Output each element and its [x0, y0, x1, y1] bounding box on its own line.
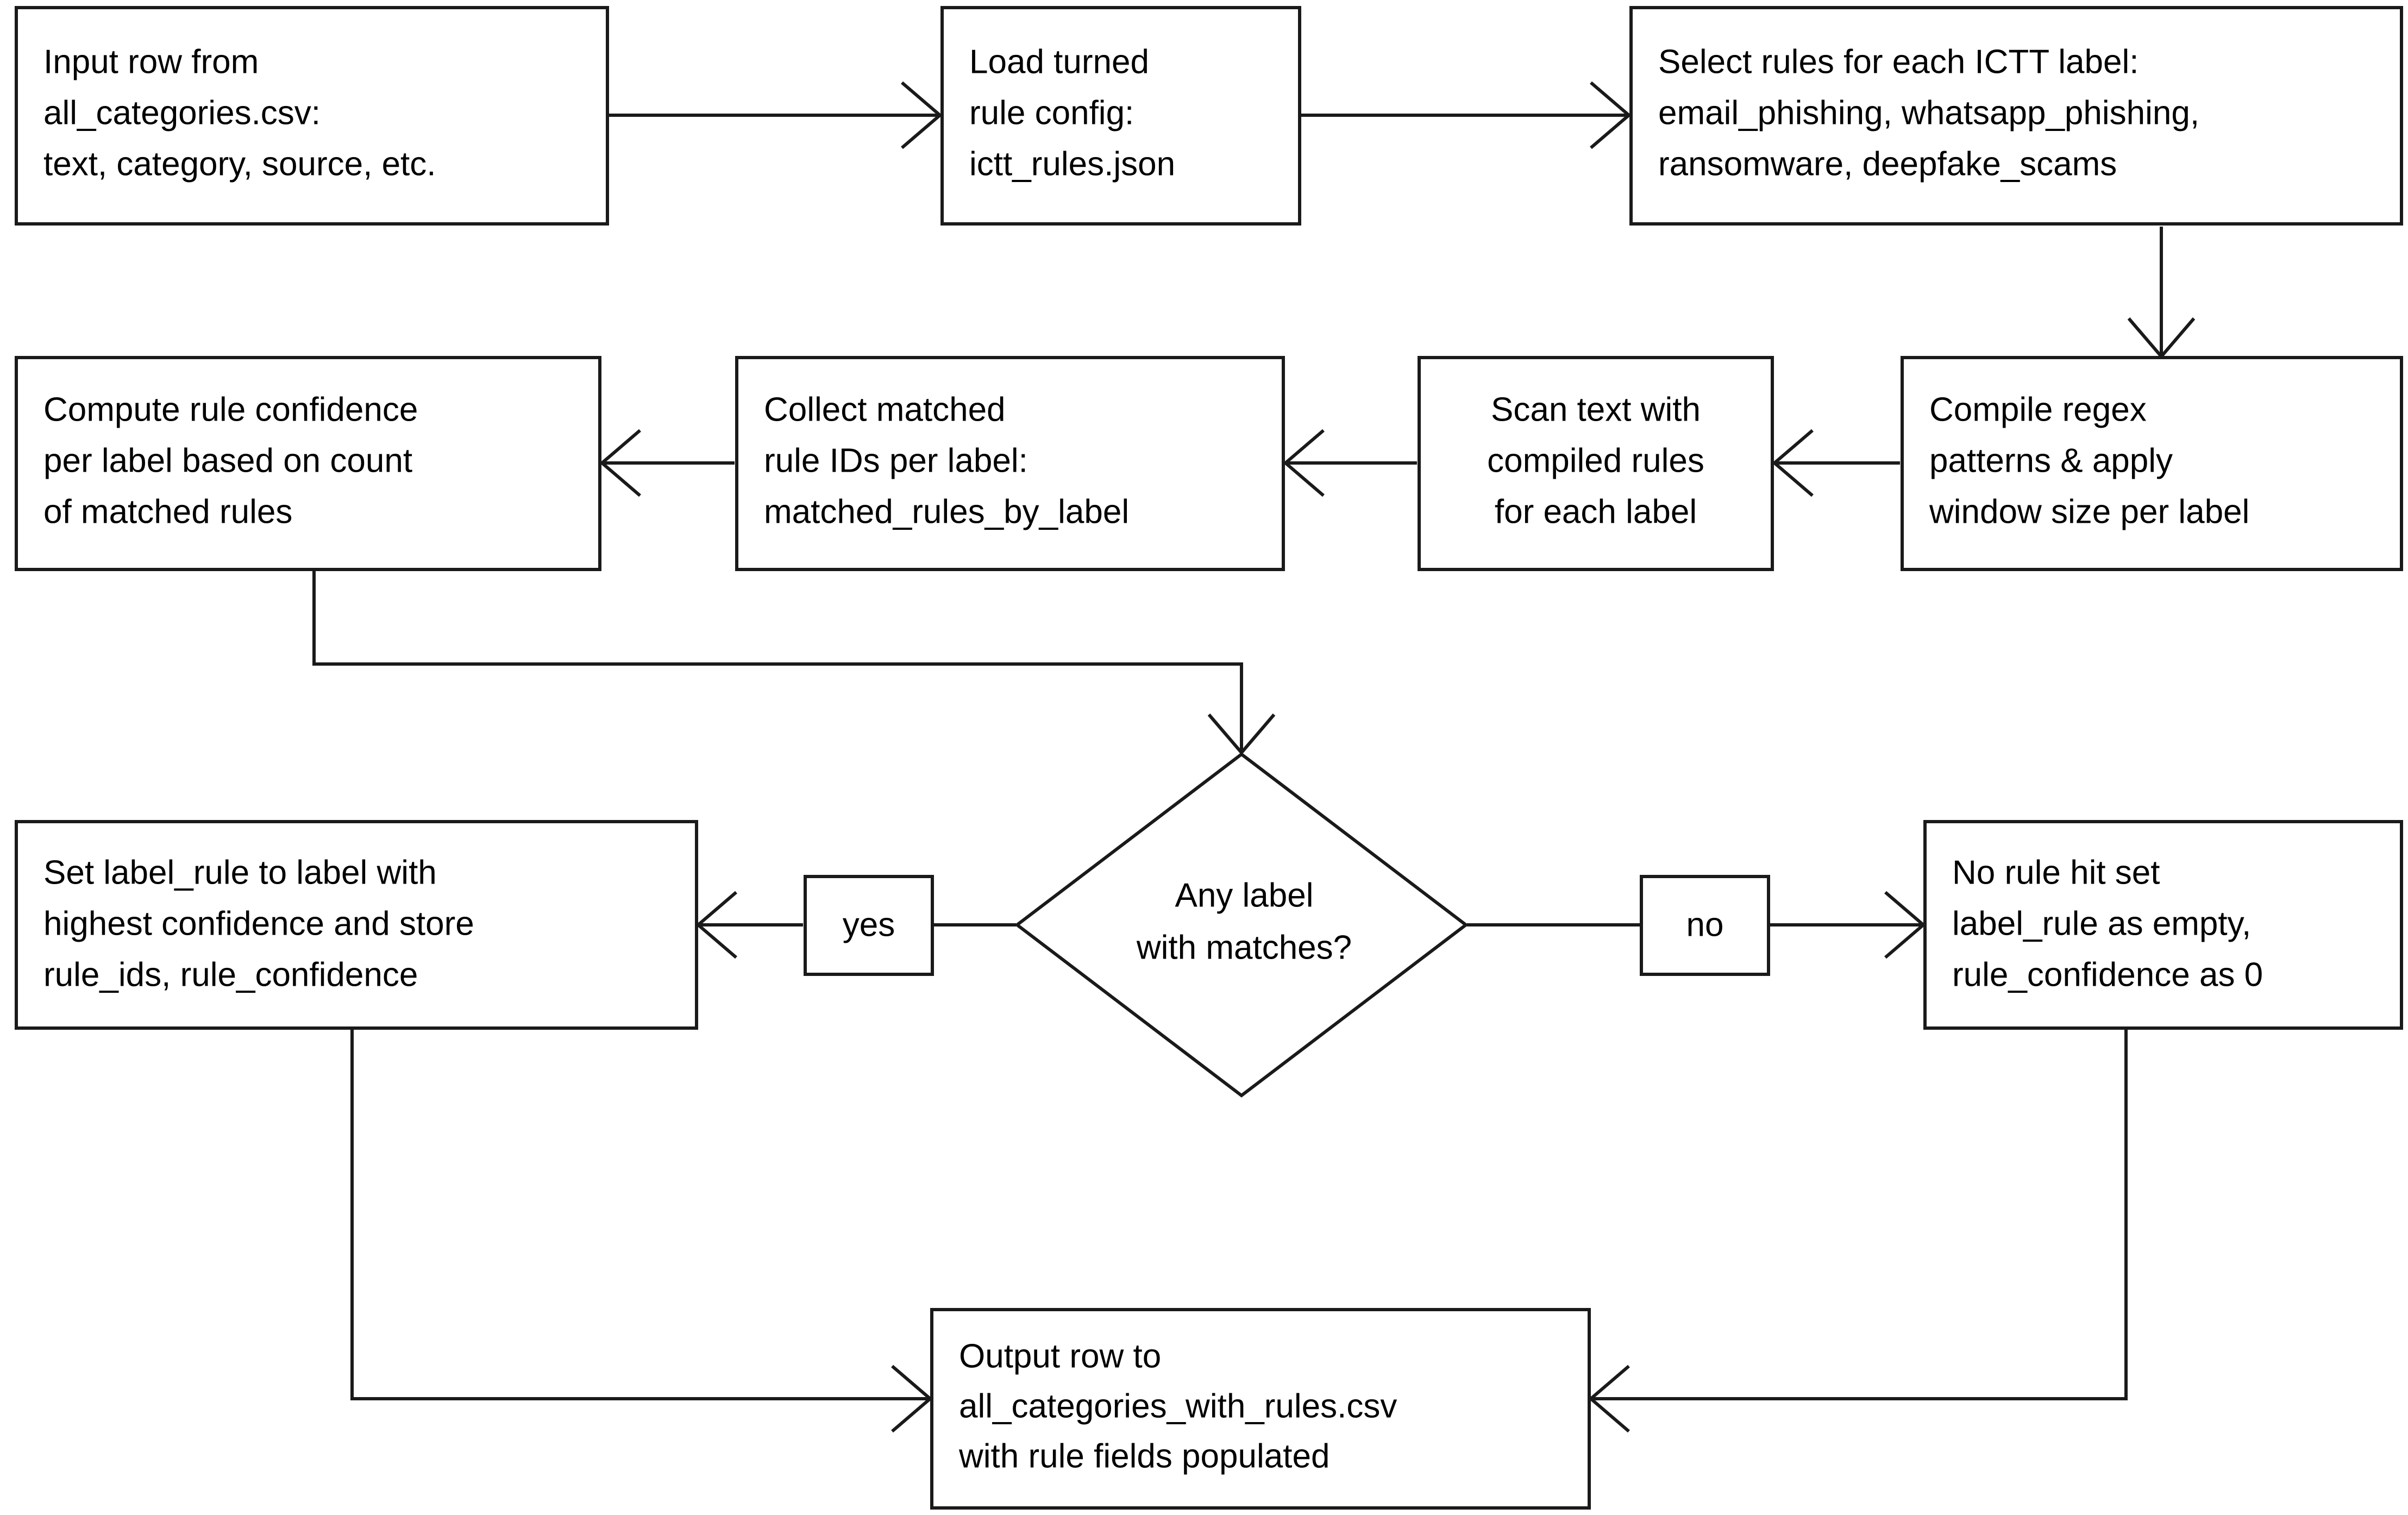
node-input-row-line-2: all_categories.csv: — [43, 94, 321, 132]
edge-no-rule-hit-to-output — [1588, 1028, 2128, 1433]
node-output-row[interactable]: Output row to all_categories_with_rules.… — [930, 1308, 1591, 1510]
node-output-row-line-3: with rule fields populated — [958, 1437, 1330, 1475]
node-load-config-line-1: Load turned — [969, 43, 1149, 80]
node-load-config-line-3: ictt_rules.json — [969, 145, 1175, 183]
node-yes-label-text: yes — [843, 906, 895, 943]
node-compute-confidence-line-2: per label based on count — [43, 442, 412, 479]
node-compile-regex-line-2: patterns & apply — [1929, 442, 2173, 479]
node-collect-matched-line-1: Collect matched — [764, 391, 1006, 428]
node-compute-confidence-line-3: of matched rules — [43, 493, 292, 530]
edge-collect-to-compute — [599, 429, 735, 497]
edge-compute-to-decision — [312, 571, 1276, 755]
node-output-row-line-1: Output row to — [959, 1337, 1161, 1375]
node-scan-text-line-2: compiled rules — [1487, 442, 1704, 479]
node-scan-text-line-1: Scan text with — [1491, 391, 1701, 428]
node-collect-matched-line-2: rule IDs per label: — [764, 442, 1028, 479]
node-collect-matched[interactable]: Collect matched rule IDs per label: matc… — [735, 356, 1285, 571]
node-decision-any-label-with-matches[interactable]: Any label with matches? — [1014, 752, 1469, 1098]
node-no-rule-hit[interactable]: No rule hit set label_rule as empty, rul… — [1923, 820, 2403, 1030]
node-select-rules[interactable]: Select rules for each ICTT label: email_… — [1629, 6, 2403, 226]
edge-scan-to-collect — [1283, 429, 1417, 497]
node-input-row-line-1: Input row from — [43, 43, 259, 80]
node-input-row-line-3: text, category, source, etc. — [43, 145, 436, 183]
node-compile-regex[interactable]: Compile regex patterns & apply window si… — [1901, 356, 2403, 571]
node-input-row[interactable]: Input row from all_categories.csv: text,… — [15, 6, 609, 226]
node-set-label-rule[interactable]: Set label_rule to label with highest con… — [15, 820, 698, 1030]
node-select-rules-line-2: email_phishing, whatsapp_phishing, — [1658, 94, 2199, 132]
edge-select-to-compile — [2127, 227, 2196, 359]
node-decision-line-2: with matches? — [1136, 929, 1352, 966]
node-no-label-text: no — [1686, 906, 1724, 943]
node-yes-label[interactable]: yes — [804, 875, 934, 976]
node-scan-text-line-3: for each label — [1495, 493, 1697, 530]
edge-set-label-rule-to-output — [350, 1028, 933, 1433]
node-compile-regex-line-1: Compile regex — [1929, 391, 2147, 428]
node-no-label[interactable]: no — [1640, 875, 1770, 976]
node-no-rule-hit-line-2: label_rule as empty, — [1952, 905, 2251, 942]
node-no-rule-hit-line-3: rule_confidence as 0 — [1952, 956, 2263, 993]
edge-input-to-load — [607, 81, 943, 149]
node-decision-line-1: Any label — [1175, 877, 1313, 914]
node-load-config[interactable]: Load turned rule config: ictt_rules.json — [940, 6, 1301, 226]
node-select-rules-line-1: Select rules for each ICTT label: — [1658, 43, 2139, 80]
node-no-rule-hit-line-1: No rule hit set — [1952, 854, 2160, 891]
node-set-label-rule-line-1: Set label_rule to label with — [43, 854, 437, 891]
node-scan-text[interactable]: Scan text with compiled rules for each l… — [1418, 356, 1774, 571]
node-compute-confidence-line-1: Compute rule confidence — [43, 391, 418, 428]
node-output-row-line-2: all_categories_with_rules.csv — [959, 1387, 1397, 1425]
node-compile-regex-line-3: window size per label — [1929, 493, 2249, 530]
node-collect-matched-line-3: matched_rules_by_label — [764, 493, 1129, 530]
edge-load-to-select — [1300, 81, 1632, 149]
node-set-label-rule-line-2: highest confidence and store — [43, 905, 474, 942]
node-compute-confidence[interactable]: Compute rule confidence per label based … — [15, 356, 601, 571]
node-set-label-rule-line-3: rule_ids, rule_confidence — [43, 956, 418, 993]
edge-compile-to-scan — [1772, 429, 1900, 497]
node-select-rules-line-3: ransomware, deepfake_scams — [1658, 145, 2117, 183]
node-load-config-line-2: rule config: — [969, 94, 1134, 132]
